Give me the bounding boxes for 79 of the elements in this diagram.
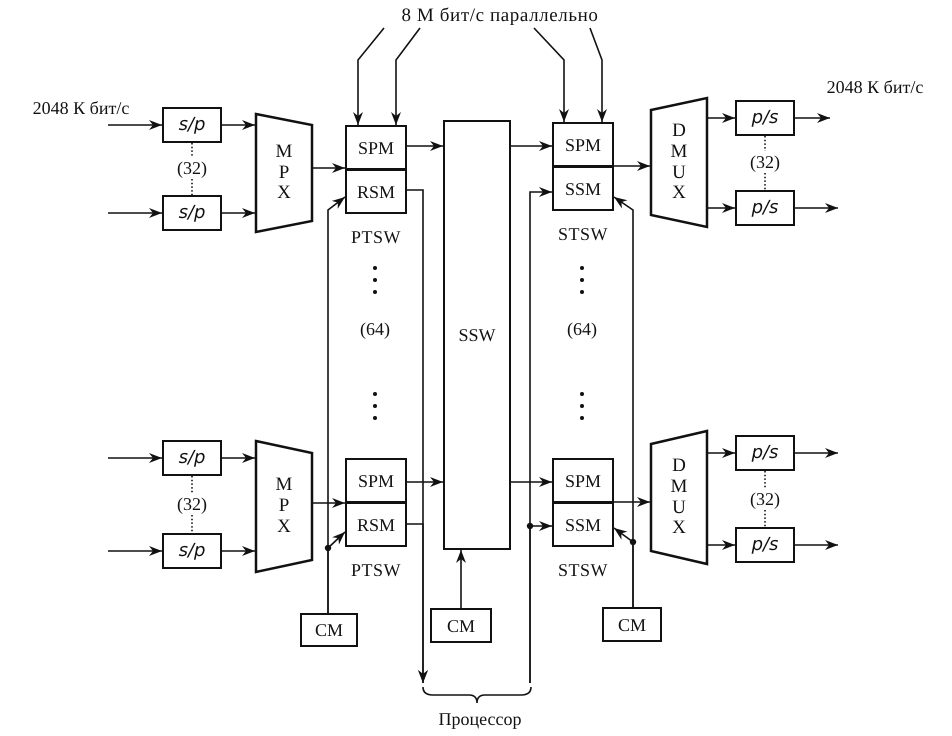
- demultiplexer-trapezoid: DMUX: [650, 97, 708, 228]
- converter-box: p/s: [735, 435, 795, 471]
- arrow: [614, 527, 634, 607]
- memory-box: SSM: [552, 166, 614, 211]
- arrow: [511, 141, 552, 151]
- converter-box: s/p: [162, 440, 222, 476]
- connector-line: [191, 476, 193, 493]
- arrow: [529, 521, 552, 683]
- converter-box: p/s: [735, 190, 795, 226]
- arrow: [708, 203, 735, 213]
- arrow: [708, 448, 735, 458]
- arrow: [313, 163, 345, 173]
- arrow: [795, 448, 838, 458]
- switch-box: SSW: [443, 120, 511, 550]
- arrow: [407, 141, 443, 151]
- count-label: (32): [170, 493, 214, 515]
- count-label: (32): [170, 157, 214, 179]
- converter-box: p/s: [735, 527, 795, 563]
- arrow: [511, 477, 552, 487]
- arrow: [222, 453, 255, 463]
- arrow: [407, 477, 443, 487]
- converter-box: p/s: [735, 100, 795, 136]
- arrow: [456, 550, 466, 608]
- connector-line: [764, 136, 766, 151]
- arrow: [533, 27, 569, 122]
- unit-label: PTSW: [350, 226, 402, 249]
- arrow: [108, 120, 162, 130]
- arrow: [708, 540, 735, 550]
- count-label: (32): [743, 488, 787, 510]
- arrow: [108, 208, 162, 218]
- converter-box: s/p: [162, 107, 222, 143]
- arrow: [391, 28, 421, 125]
- rate-label: 2048 К бит/с: [826, 76, 924, 98]
- arrow: [589, 28, 607, 122]
- arrow: [353, 28, 385, 125]
- count-label: (64): [359, 318, 391, 340]
- control-memory-box: CM: [300, 613, 358, 647]
- arrow: [327, 531, 346, 613]
- multiplexer-trapezoid: MPX: [255, 113, 313, 233]
- arrow: [108, 546, 162, 556]
- memory-box: SPM: [552, 458, 614, 503]
- arrow: [795, 540, 838, 550]
- unit-label: STSW: [556, 559, 609, 582]
- memory-box: SPM: [552, 122, 614, 167]
- multiplexer-trapezoid: MPX: [255, 440, 313, 573]
- arrow: [795, 113, 830, 123]
- memory-box: RSM: [345, 502, 407, 547]
- connector-line: [191, 143, 193, 157]
- arrow: [108, 453, 162, 463]
- arrow: [614, 161, 650, 171]
- unit-label: PTSW: [350, 559, 402, 582]
- arrow: [614, 497, 650, 507]
- arrow: [222, 208, 255, 218]
- demultiplexer-trapezoid: DMUX: [650, 430, 708, 565]
- arrow: [222, 120, 255, 130]
- rate-label: 2048 К бит/с: [32, 97, 130, 119]
- arrow: [313, 498, 345, 508]
- unit-label: STSW: [556, 223, 609, 246]
- arrow: [222, 546, 255, 556]
- arrow: [795, 203, 838, 213]
- connector-line: [191, 515, 193, 533]
- rate-label: 8 М бит/с параллельно: [374, 4, 626, 28]
- control-memory-box: CM: [430, 608, 492, 643]
- converter-box: s/p: [162, 533, 222, 569]
- connector-line: [764, 471, 766, 488]
- memory-box: SPM: [345, 458, 407, 503]
- arrow: [708, 113, 735, 123]
- memory-box: RSM: [345, 169, 407, 214]
- arrow: [407, 523, 428, 683]
- count-label: (64): [566, 318, 598, 340]
- count-label: (32): [743, 151, 787, 173]
- converter-box: s/p: [162, 195, 222, 231]
- memory-box: SSM: [552, 502, 614, 547]
- connector-line: [191, 179, 193, 195]
- connector-line: [764, 173, 766, 190]
- processor-label: Процессор: [437, 708, 523, 731]
- control-memory-box: CM: [602, 607, 662, 642]
- connector-line: [764, 510, 766, 527]
- memory-box: SPM: [345, 125, 407, 170]
